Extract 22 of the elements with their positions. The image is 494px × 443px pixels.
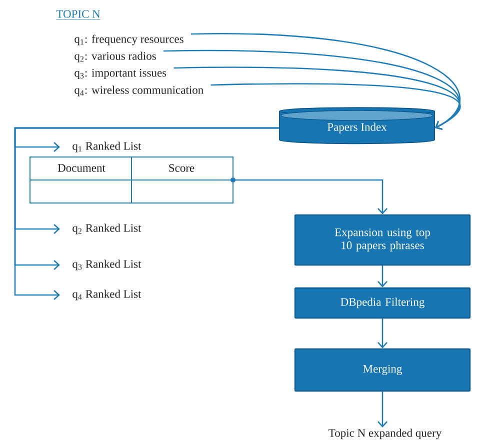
process-box: Merging [294, 348, 471, 392]
output-text: Topic N expanded query [328, 428, 442, 440]
arrow [234, 179, 388, 214]
arrow [378, 392, 388, 428]
query-text: q$_{1}$: frequency resources [74, 34, 184, 46]
ranked-list-label: q$_{3}$ Ranked List [72, 260, 142, 270]
process-box: DBpedia Filtering [294, 287, 471, 319]
arrow [378, 266, 388, 288]
database-cylinder: Papers Index [279, 107, 435, 144]
query-text: q$_{4}$: wireless communication [74, 86, 204, 96]
ranked-list-label: q$_{2}$ Ranked List [72, 224, 142, 234]
ranked-list-label: q$_{4}$ Ranked List [72, 290, 142, 300]
arrow [14, 127, 279, 300]
node-label: Papers Index [327, 122, 387, 134]
heading: TOPIC N [56, 10, 101, 20]
ranked-list-label: q$_{1}$ Ranked List [72, 142, 142, 152]
query-text: q$_{2}$: various radios [74, 52, 156, 62]
query-text: q$_{3}$: important issues [74, 68, 166, 80]
arrow [378, 318, 388, 348]
process-box: Expansion using top 10 papers phrases [294, 214, 471, 266]
arrow [210, 83, 461, 130]
table: Document Score [30, 156, 236, 204]
